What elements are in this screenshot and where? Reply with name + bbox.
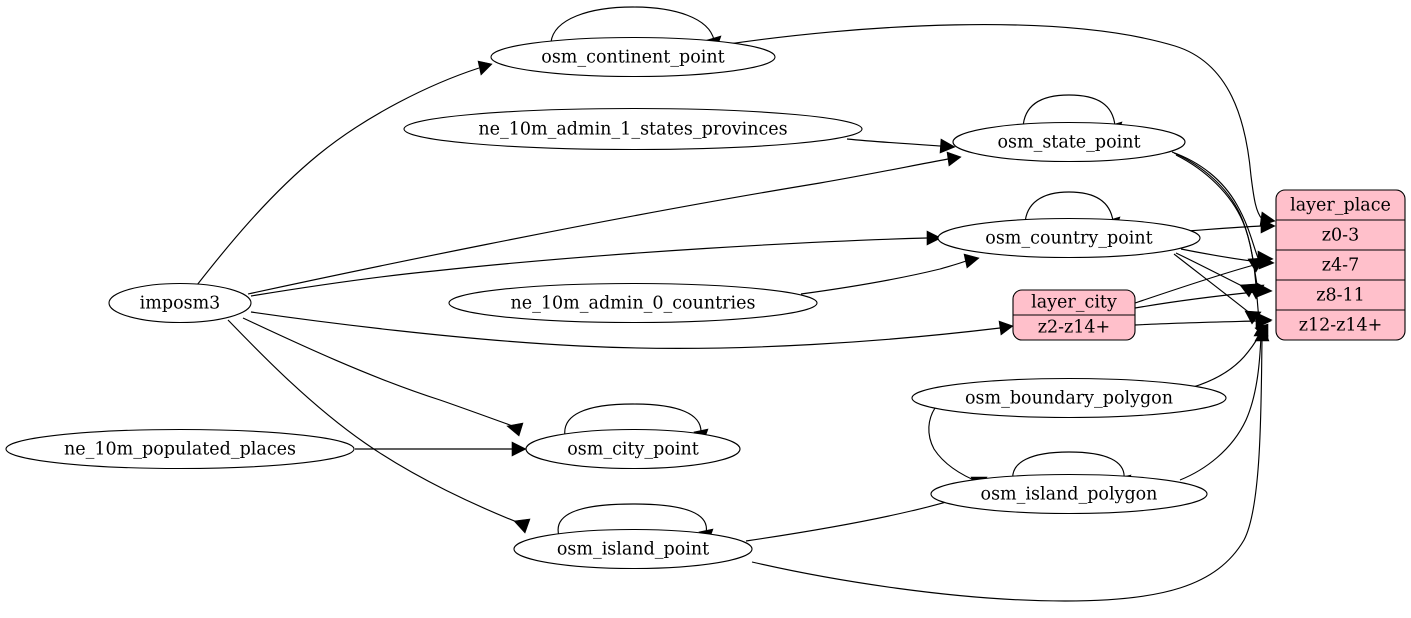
- node-osm_country_point[interactable]: osm_country_point: [937, 217, 1201, 259]
- node-label-osm_country_point: osm_country_point: [985, 229, 1152, 249]
- node-label-osm_island_point: osm_island_point: [557, 540, 709, 560]
- layer_place-frame: [1275, 189, 1406, 341]
- layer_place-title: layer_place: [1290, 196, 1391, 216]
- edge-ne_10m_populated_places-to-osm_city_point: [355, 441, 527, 457]
- layer_place-row-z12-z14[interactable]: z12-z14+: [1299, 316, 1383, 336]
- node-label-ne_10m_admin_0_countries: ne_10m_admin_0_countries: [511, 294, 756, 314]
- node-osm_continent_point[interactable]: osm_continent_point: [490, 36, 776, 78]
- node-label-osm_city_point: osm_city_point: [567, 440, 699, 460]
- node-label-osm_state_point: osm_state_point: [997, 133, 1140, 153]
- node-osm_state_point[interactable]: osm_state_point: [952, 121, 1186, 163]
- edge-ne_10m_admin_1_states_provinces-to-osm_state_point: [846, 138, 956, 154]
- layer_city-title: layer_city: [1031, 293, 1117, 313]
- node-osm_city_point[interactable]: osm_city_point: [525, 428, 741, 470]
- node-label-ne_10m_admin_1_states_provinces: ne_10m_admin_1_states_provinces: [478, 120, 787, 140]
- edge-layer_city-to-layer_place-z4-7: [1134, 257, 1265, 304]
- edge-imposm3-to-osm_continent_point: [196, 60, 493, 286]
- edge-imposm3-to-osm_island_point: [227, 319, 531, 534]
- record-node-layer_place[interactable]: layer_place z0-3 z4-7 z8-11 z12-z14+: [1275, 189, 1406, 341]
- edge-imposm3-to-osm_city_point: [242, 317, 524, 437]
- node-label-osm_continent_point: osm_continent_point: [541, 48, 724, 68]
- edge-imposm3-to-osm_country_point: [250, 230, 942, 297]
- record-nodes-layer: layer_place z0-3 z4-7 z8-11 z12-z14+ lay…: [1012, 189, 1406, 341]
- edge-layer_city-to-layer_place-z8-11: [1134, 284, 1265, 309]
- node-osm_island_point[interactable]: osm_island_point: [513, 528, 753, 570]
- node-ne_10m_admin_1_states_provinces[interactable]: ne_10m_admin_1_states_provinces: [403, 107, 863, 151]
- edge-imposm3-to-osm_state_point: [247, 151, 962, 295]
- node-ne_10m_populated_places[interactable]: ne_10m_populated_places: [5, 428, 355, 470]
- node-osm_boundary_polygon[interactable]: osm_boundary_polygon: [911, 377, 1227, 419]
- layer_city-row-z2-z14[interactable]: z2-z14+: [1038, 318, 1110, 338]
- node-label-ne_10m_populated_places: ne_10m_populated_places: [64, 440, 296, 460]
- edge-osm_state_point-to-layer_place-z8-11: [1173, 152, 1273, 298]
- node-label-imposm3: imposm3: [140, 294, 221, 314]
- edge-osm_island_point-to-layer_place-z12-z14: [751, 326, 1270, 602]
- node-ne_10m_admin_0_countries[interactable]: ne_10m_admin_0_countries: [448, 282, 818, 324]
- node-label-osm_island_polygon: osm_island_polygon: [981, 485, 1158, 505]
- record-node-layer_city[interactable]: layer_city z2-z14+: [1012, 289, 1136, 341]
- layer_place-row-z0-3[interactable]: z0-3: [1322, 226, 1359, 246]
- edge-osm_country_point-to-layer_place-z0-3: [1186, 218, 1276, 234]
- node-label-osm_boundary_polygon: osm_boundary_polygon: [965, 389, 1173, 409]
- edge-osm_boundary_polygon-to-osm_island_polygon: [928, 407, 988, 491]
- layer_place-row-z8-11[interactable]: z8-11: [1316, 286, 1365, 306]
- edge-osm_state_point-to-layer_place-z4-7: [1171, 151, 1274, 266]
- edge-osm_island_polygon-to-layer_place-z12-z14: [1179, 321, 1269, 481]
- nodes-layer: imposm3 osm_continent_point ne_10m_admin…: [5, 36, 1227, 570]
- edge-ne_10m_admin_0_countries-to-osm_country_point: [800, 253, 980, 295]
- layer_place-row-z4-7[interactable]: z4-7: [1322, 256, 1359, 276]
- node-imposm3[interactable]: imposm3: [108, 282, 252, 324]
- node-osm_island_polygon[interactable]: osm_island_polygon: [930, 473, 1208, 515]
- edge-layer_city-to-layer_place-z12-z14: [1134, 313, 1272, 329]
- edge-imposm3-to-layer_city: [250, 311, 1014, 349]
